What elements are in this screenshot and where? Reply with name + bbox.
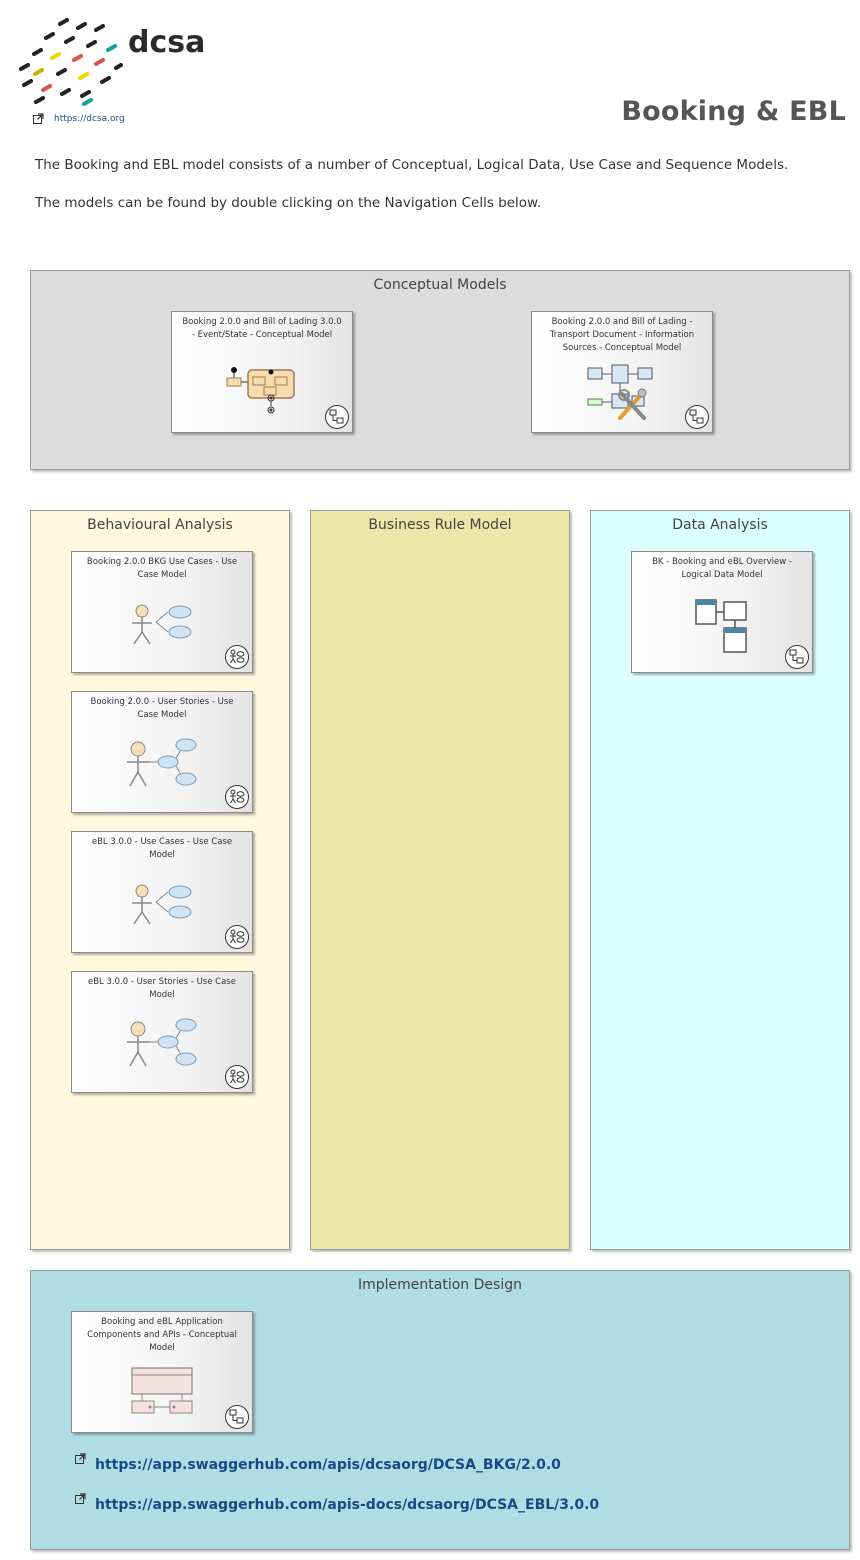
use-case-badge-icon <box>225 925 249 949</box>
dcsa-link-text[interactable]: https://dcsa.org <box>54 113 125 124</box>
nav-cell-label: Booking 2.0.0 and Bill of Lading 3.0.0 -… <box>182 317 342 340</box>
page-title: Booking & EBL <box>621 96 846 127</box>
external-link-icon <box>75 1493 86 1504</box>
dcsa-link[interactable]: https://dcsa.org <box>33 113 125 124</box>
nav-cell-label: Booking 2.0.0 - User Stories - Use Case … <box>90 697 234 720</box>
panel-title-impl: Implementation Design <box>358 1277 522 1293</box>
nav-cell-bkg-user-stories[interactable]: Booking 2.0.0 - User Stories - Use Case … <box>71 691 253 813</box>
nav-cell-application-components[interactable]: Booking and eBL Application Components a… <box>71 1311 253 1433</box>
panel-title-data: Data Analysis <box>672 517 768 533</box>
nav-cell-label: eBL 3.0.0 - Use Cases - Use Case Model <box>91 837 233 860</box>
navigation-badge-icon <box>785 645 809 669</box>
nav-cell-ebl-user-stories[interactable]: eBL 3.0.0 - User Stories - Use Case Mode… <box>71 971 253 1093</box>
nav-cell-bkg-use-cases[interactable]: Booking 2.0.0 BKG Use Cases - Use Case M… <box>71 551 253 673</box>
external-link-icon <box>75 1453 86 1464</box>
data-analysis-panel: Data Analysis BK - Booking and eBL Overv… <box>590 510 850 1250</box>
nav-cell-label: Booking 2.0.0 BKG Use Cases - Use Case M… <box>86 557 238 580</box>
dcsa-logo: dcsa <box>16 14 216 106</box>
class-diagram-icon <box>694 598 750 658</box>
tools-diagram-icon <box>586 364 658 428</box>
nav-cell-label: eBL 3.0.0 - User Stories - Use Case Mode… <box>88 977 236 1000</box>
nav-cell-transport-document[interactable]: Booking 2.0.0 and Bill of Lading - Trans… <box>531 311 713 433</box>
navigation-badge-icon <box>225 1405 249 1429</box>
swagger-ebl-link-text[interactable]: https://app.swaggerhub.com/apis-docs/dcs… <box>95 1497 600 1513</box>
use-case-icon <box>130 602 194 652</box>
nav-cell-logical-data[interactable]: BK - Booking and eBL Overview - Logical … <box>631 551 813 673</box>
use-case-badge-icon <box>225 645 249 669</box>
state-machine-icon <box>226 366 298 418</box>
user-story-icon <box>126 738 198 794</box>
navigation-badge-icon <box>325 405 349 429</box>
swagger-bkg-link[interactable]: https://app.swaggerhub.com/apis/dcsaorg/… <box>75 1453 561 1473</box>
use-case-icon <box>130 882 194 932</box>
swagger-ebl-link[interactable]: https://app.swaggerhub.com/apis-docs/dcs… <box>75 1493 600 1513</box>
panel-title-business: Business Rule Model <box>368 517 512 533</box>
panel-title-behavioural: Behavioural Analysis <box>87 517 233 533</box>
nav-cell-label: BK - Booking and eBL Overview - Logical … <box>652 557 792 580</box>
use-case-badge-icon <box>225 1065 249 1089</box>
use-case-badge-icon <box>225 785 249 809</box>
svg-text:dcsa: dcsa <box>128 25 205 60</box>
nav-cell-ebl-use-cases[interactable]: eBL 3.0.0 - Use Cases - Use Case Model <box>71 831 253 953</box>
conceptual-models-panel: Conceptual Models Booking 2.0.0 and Bill… <box>30 270 850 470</box>
nav-cell-label: Booking and eBL Application Components a… <box>87 1317 237 1353</box>
user-story-icon <box>126 1018 198 1074</box>
nav-cell-event-state[interactable]: Booking 2.0.0 and Bill of Lading 3.0.0 -… <box>171 311 353 433</box>
navigation-badge-icon <box>685 405 709 429</box>
business-rule-model-panel: Business Rule Model <box>310 510 570 1250</box>
component-icon <box>130 1366 194 1420</box>
intro-text-1: The Booking and EBL model consists of a … <box>35 157 789 173</box>
nav-cell-label: Booking 2.0.0 and Bill of Lading - Trans… <box>549 317 695 353</box>
behavioural-analysis-panel: Behavioural Analysis Booking 2.0.0 BKG U… <box>30 510 290 1250</box>
intro-text-2: The models can be found by double clicki… <box>35 195 542 211</box>
external-link-icon <box>33 113 44 124</box>
swagger-bkg-link-text[interactable]: https://app.swaggerhub.com/apis/dcsaorg/… <box>95 1457 561 1473</box>
implementation-design-panel: Implementation Design Booking and eBL Ap… <box>30 1270 850 1550</box>
panel-title-conceptual: Conceptual Models <box>373 277 507 293</box>
